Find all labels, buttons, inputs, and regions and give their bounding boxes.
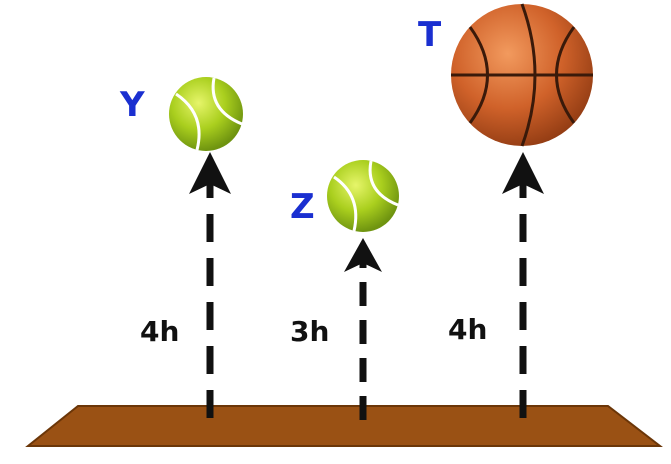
height-arrow-t [502, 152, 544, 418]
basketball-t [451, 3, 593, 147]
ball-label-y: Y [120, 85, 145, 125]
ball-label-z: Z [290, 187, 315, 227]
height-label-z: 3h [290, 315, 330, 348]
height-arrow-z [344, 238, 382, 420]
height-arrow-y [189, 152, 231, 418]
tennis-ball-z [327, 160, 399, 232]
height-label-y: 4h [140, 315, 180, 348]
ground [25, 405, 663, 447]
height-label-t: 4h [448, 313, 488, 346]
tennis-ball-y [169, 77, 243, 151]
ball-label-t: T [418, 15, 442, 55]
